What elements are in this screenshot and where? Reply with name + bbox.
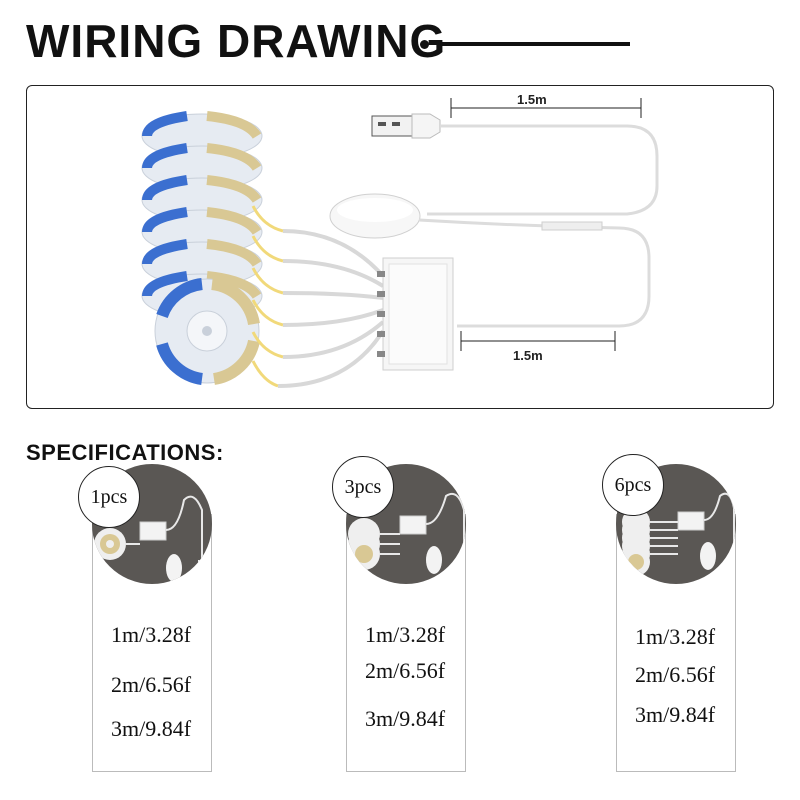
- dim-label-top: 1.5m: [517, 92, 547, 107]
- spec-card-6pcs: 6pcs 1m/3.28f 2m/6.56f 3m/9.84f: [602, 454, 736, 774]
- strip-cables: [277, 229, 385, 388]
- usb-cable: [427, 124, 659, 216]
- page-title: WIRING DRAWING: [26, 15, 447, 67]
- length-option: 1m/3.28f: [364, 622, 446, 647]
- length-option: 2m/6.56f: [364, 658, 446, 683]
- wiring-diagram: [141, 98, 659, 388]
- quantity-badge: 1pcs: [78, 466, 140, 528]
- specifications-title: SPECIFICATIONS:: [26, 440, 224, 465]
- dimension-lines: [450, 98, 642, 351]
- splitter-box-icon: [377, 257, 454, 371]
- length-option: 3m/9.84f: [634, 702, 716, 727]
- length-option: 2m/6.56f: [634, 662, 716, 687]
- controller-cable: [418, 218, 651, 328]
- spec-card-1pcs: 1pcs 1m/3.28f 2m/6.56f 3m/9.84f: [78, 464, 212, 774]
- length-option: 1m/3.28f: [634, 624, 716, 649]
- title-underline-decoration: [440, 42, 630, 46]
- length-option: 3m/9.84f: [110, 716, 192, 741]
- quantity-badge: 3pcs: [332, 456, 394, 518]
- quantity-badge: 6pcs: [602, 454, 664, 516]
- length-option: 2m/6.56f: [110, 672, 192, 697]
- spec-card-3pcs: 3pcs 1m/3.28f 2m/6.56f 3m/9.84f: [332, 456, 466, 774]
- length-option: 1m/3.28f: [110, 622, 192, 647]
- strip-connector-wires: [251, 205, 284, 388]
- length-option: 3m/9.84f: [364, 706, 446, 731]
- title-dot-decoration: [420, 40, 429, 49]
- inline-connector: [541, 221, 603, 231]
- dim-label-bottom: 1.5m: [513, 348, 543, 363]
- led-strip-reel-icon: [141, 111, 263, 385]
- usb-plug-icon: [371, 113, 441, 139]
- controller-icon: [329, 193, 421, 239]
- wiring-diagram-panel: 1.5m 1.5m: [26, 85, 774, 409]
